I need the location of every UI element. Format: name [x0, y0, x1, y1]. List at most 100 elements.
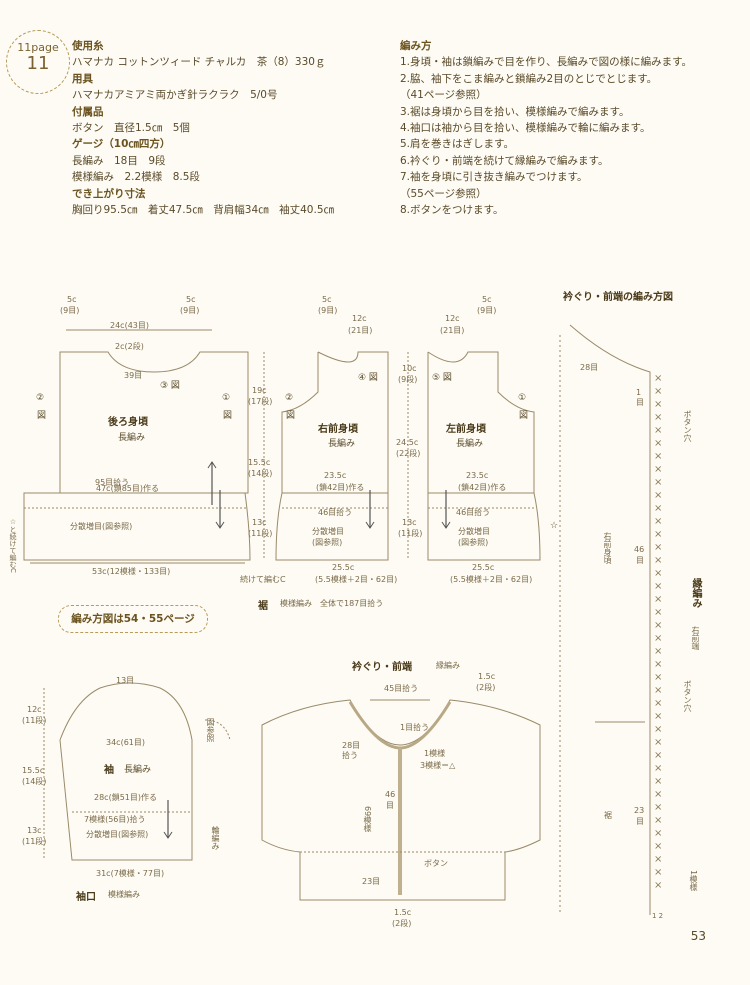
lf-dim-9: (9目) [477, 306, 497, 315]
back-dim-47c: 47c(鎖85目)作る [96, 484, 159, 493]
lf-increase-ref: (図参照) [458, 538, 489, 547]
neck-dim-15c-bottom: 1.5c [394, 908, 412, 917]
back-dim-17: (17段) [248, 397, 273, 406]
lf-ref-1: ① [518, 393, 527, 403]
gauge-line-2: 模様編み 2.2模様 8.5段 [72, 171, 200, 184]
edge-dim-1: 1 [636, 388, 642, 397]
step-7-ref: （55ページ参照） [400, 187, 487, 200]
back-dim-9-left: (9目) [60, 306, 80, 315]
back-dim-24c: 24c(43目) [110, 321, 149, 330]
step-6: 6.衿ぐり・前端を続けて縁編みで編みます。 [400, 154, 609, 167]
step-1: 1.身頃・袖は鎖編みで目を作り、長編みで図の様に編みます。 [400, 56, 693, 69]
yarn-text: ハマナカ コットンツィード チャルカ 茶（8）330ｇ [72, 56, 326, 69]
back-side-note: ☆と続けて編むC [9, 518, 17, 573]
materials-block: 使用糸 ハマナカ コットンツィード チャルカ 茶（8）330ｇ 用具 ハマナカア… [72, 38, 334, 218]
back-ref-2: ② [36, 393, 45, 403]
back-stitch: 長編み [118, 433, 146, 443]
tools-text: ハマナカアミアミ両かぎ針ラクラク 5/0号 [72, 89, 278, 102]
continue-note: 続けて編むC [240, 575, 286, 584]
rf-dim-13c: 13c [402, 518, 417, 527]
gauge-heading: ゲージ（10㎝四方） [72, 138, 171, 151]
neck-dim-69: 69模様 [363, 806, 372, 833]
lf-dim-255c: 25.5c [472, 563, 495, 572]
hem-label: 裾 [258, 601, 268, 612]
rf-dim-245c: 24.5c [396, 438, 419, 447]
sleeve-dim-14: (14段) [22, 777, 47, 786]
rf-dim-21: (21目) [348, 326, 373, 335]
yarn-heading: 使用糸 [72, 40, 104, 52]
left-front-outline [427, 351, 535, 494]
lf-star: ☆ [550, 521, 559, 531]
neck-dim-23: 23目 [362, 877, 381, 886]
tools-heading: 用具 [72, 72, 93, 85]
back-ref-2-label: 図 [37, 411, 47, 421]
sleeve-stitch: 長編み [124, 765, 152, 775]
sleeve-dim-7: 7模様(56目)拾う [84, 815, 146, 824]
rf-dim-11: (11段) [398, 529, 423, 538]
rf-dim-5c: 5c [322, 295, 332, 304]
edge-stitch: 縁編み [690, 578, 701, 608]
cuff-label: 袖口 [76, 892, 96, 903]
rf-dim-12c: 12c [352, 314, 367, 323]
lf-dim-235c: 23.5c [466, 471, 489, 480]
instructions-block: 編み方 1.身頃・袖は鎖編みで目を作り、長編みで図の様に編みます。 2.脇、袖下… [400, 38, 692, 218]
back-dim-13c: 13c [252, 518, 267, 527]
lf-increase: 分散増目 [458, 527, 490, 536]
sleeve-dim-28c: 28c(鎖51目)作る [94, 793, 157, 802]
neck-dim-2: (2段) [476, 683, 496, 692]
neck-dim-15c: 1.5c [478, 672, 496, 681]
edge-row-numbers: 1 2 [652, 912, 664, 920]
rf-dim-22: (22段) [396, 449, 421, 458]
page-number: 53 [690, 929, 706, 943]
back-dim-9-right: (9目) [180, 306, 200, 315]
sleeve-ref: 図参照 [206, 718, 215, 742]
lf-title: 左前身頃 [446, 424, 486, 435]
sleeve-increase: 分散増目(図参照) [86, 830, 149, 839]
sleeve-dim-31c: 31c(7模様・77目) [96, 869, 165, 878]
edge-buttonhole-2: ボタン穴 [683, 680, 692, 712]
neck-dim-1: 1目拾う [400, 723, 430, 732]
back-dim-2c: 2c(2段) [115, 342, 144, 351]
sleeve-title: 袖 [104, 765, 114, 776]
hem-note: 模様編み 全体で187目拾う [280, 599, 384, 608]
neck-dim-28: 28目 [342, 741, 361, 750]
rf-dim-235c: 23.5c [324, 471, 347, 480]
left-front-hem [427, 492, 541, 561]
back-dim-19c: 19c [252, 386, 267, 395]
back-dim-5c-right: 5c [186, 295, 196, 304]
step-4: 4.袖口は袖から目を拾い、模様編みで輪に編みます。 [400, 122, 651, 135]
edging-chart-line [569, 324, 651, 915]
neck-title: 衿ぐり・前端 [352, 662, 412, 673]
page-badge: 11page 11 [6, 30, 70, 94]
lf-stitch: 長編み [456, 439, 484, 449]
cardigan-outline [261, 699, 541, 901]
rf-increase-ref: (図参照) [312, 538, 343, 547]
rf-ref-2-label: 図 [286, 411, 296, 421]
accessories-text: ボタン 直径1.5㎝ 5個 [72, 122, 190, 135]
step-3: 3.裾は身頃から目を拾い、模様編みで編みます。 [400, 105, 630, 118]
back-dim-5c-left: 5c [67, 295, 77, 304]
cuff-stitch: 模様編み [108, 890, 140, 899]
rf-dim-9: (9目) [318, 306, 338, 315]
sleeve-dim-13: 13目 [116, 676, 135, 685]
rf-dim-46: 46目拾う [318, 508, 353, 517]
right-front-hem [275, 492, 389, 561]
back-ref-3: ③ 図 [160, 381, 180, 391]
edge-dim-46: 46 [634, 545, 645, 554]
neck-dim-46b: 目 [386, 801, 394, 810]
step-7: 7.袖を身頃に引き抜き編みでつけます。 [400, 171, 588, 184]
neck-dim-46: 46 [385, 790, 396, 799]
neck-dim-3m: 3模様＝△ [420, 761, 456, 770]
edge-hem: 裾 [604, 811, 612, 820]
lf-ref-5: ⑤ 図 [432, 373, 452, 383]
page-badge-label: 11page [17, 41, 59, 54]
back-dim-95: 95目拾う [95, 478, 130, 487]
neck-stitch: 縁編み [436, 661, 460, 670]
step-5: 5.肩を巻きはぎします。 [400, 138, 514, 151]
rf-stitch: 長編み [328, 439, 356, 449]
lf-dim-12c: 12c [445, 314, 460, 323]
step-8: 8.ボタンをつけます。 [400, 204, 504, 217]
edge-right-front-edge: 右前端 [691, 626, 700, 650]
lf-dim-5c: 5c [482, 295, 492, 304]
edge-chart-title: 衿ぐり・前端の編み方図 [563, 292, 673, 303]
